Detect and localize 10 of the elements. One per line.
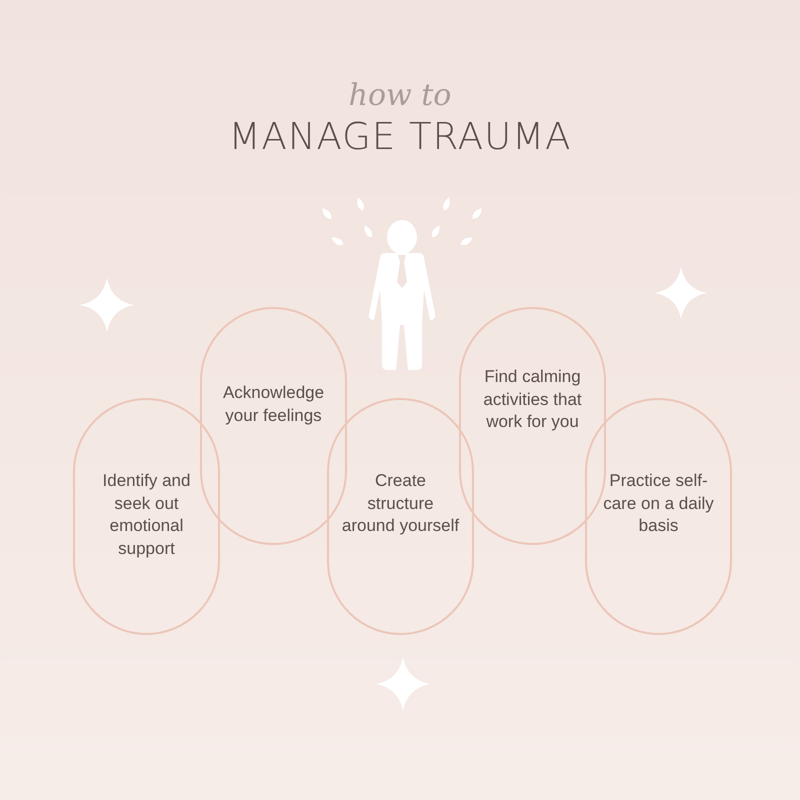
step-outline <box>459 307 606 545</box>
step-text: Identify and seek out emotional support <box>102 470 192 560</box>
step-outline <box>585 398 732 635</box>
step-text: Find calming activities that work for you <box>482 366 583 433</box>
title: how to MANAGE TRAUMA <box>228 78 572 158</box>
step-text: Practice self-care on a daily basis <box>602 470 715 537</box>
step-outline <box>327 398 474 635</box>
step-text: Create structure around yourself <box>341 470 460 537</box>
step-outline <box>73 398 220 635</box>
step-text: Acknowledge your feelings <box>222 382 326 426</box>
